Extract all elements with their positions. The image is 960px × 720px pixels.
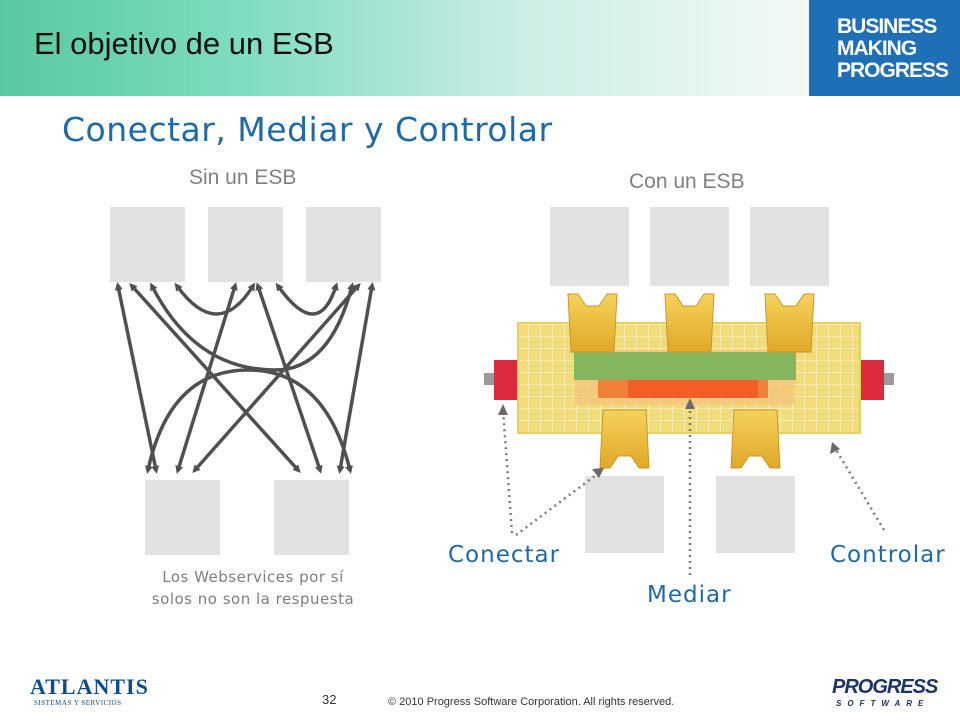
adapter-top-2: [664, 293, 715, 353]
brand-line-1: BUSINESS: [837, 15, 937, 38]
point-to-point-group: [110, 207, 381, 555]
esb-service-box-bottom-1: [585, 476, 664, 553]
progress-logo-text: PROGRESS: [832, 676, 938, 698]
atlantis-logo-subtext: SISTEMAS Y SERVICIOS: [34, 699, 122, 707]
slide-header-title: El objetivo de un ESB: [34, 26, 334, 61]
progress-software-logo: PROGRESS SOFTWARE: [832, 676, 938, 708]
connection-arrow: [275, 282, 339, 316]
endpoint-connector-left: [484, 373, 496, 385]
service-box-bottom-1: [145, 480, 220, 555]
webservices-note: Los Webservices por sí solos no son la r…: [118, 566, 388, 610]
service-box-bottom-2: [274, 480, 349, 555]
callout-control-label: Controlar: [830, 542, 946, 568]
callout-arrowhead: [592, 468, 604, 478]
service-box-top-2: [208, 207, 283, 282]
esb-service-box-top-2: [650, 207, 729, 286]
atlantis-logo: ATLANTIS SISTEMAS Y SERVICIOS: [30, 674, 148, 714]
endpoint-connector-right: [882, 373, 894, 385]
progress-logo-subtext: SOFTWARE: [836, 699, 930, 708]
esb-group: [484, 207, 894, 575]
esb-service-box-top-3: [750, 207, 829, 286]
callout-connect-label: Conectar: [448, 542, 561, 568]
connection-arrow: [174, 282, 256, 316]
callout-arrowhead: [830, 442, 840, 454]
callout-line-control: [833, 447, 886, 531]
slide-subtitle: Conectar, Mediar y Controlar: [62, 110, 553, 149]
callout-line-connect-1: [501, 409, 514, 534]
connection-arrow: [192, 283, 361, 473]
mediation-band-green: [574, 352, 796, 380]
mediation-core: [628, 380, 758, 398]
service-box-top-1: [110, 207, 185, 282]
copyright-text: © 2010 Progress Software Corporation. Al…: [388, 696, 675, 708]
callout-mediate-label: Mediar: [647, 582, 732, 608]
connection-arrow: [150, 282, 355, 372]
header-bar: El objetivo de un ESB: [0, 0, 960, 96]
adapter-bottom-1: [599, 409, 650, 469]
atlantis-logo-text: ATLANTIS: [30, 674, 149, 699]
endpoint-right: [858, 360, 884, 400]
brand-line-2: MAKING: [837, 37, 917, 60]
brand-line-3: PROGRESS: [837, 59, 949, 82]
adapter-top-3: [764, 293, 815, 353]
business-making-progress-logo: BUSINESS MAKING PROGRESS: [809, 0, 960, 96]
label-without-esb: Sin un ESB: [189, 166, 297, 189]
esb-service-box-bottom-2: [716, 476, 795, 553]
connection-arrow: [144, 368, 353, 474]
page-number: 32: [322, 692, 337, 707]
callout-arrowhead: [498, 404, 508, 415]
note-line-1: Los Webservices por sí: [162, 568, 344, 586]
esb-service-box-top-1: [550, 207, 629, 286]
adapter-bottom-2: [730, 409, 781, 469]
service-box-top-3: [306, 207, 381, 282]
callout-arrowhead: [685, 398, 695, 409]
label-with-esb: Con un ESB: [629, 170, 745, 193]
connection-arrow: [114, 282, 160, 474]
note-line-2: solos no son la respuesta: [151, 590, 355, 608]
connection-arrow: [336, 282, 376, 474]
endpoint-left: [494, 360, 520, 400]
adapter-top-1: [567, 293, 618, 353]
